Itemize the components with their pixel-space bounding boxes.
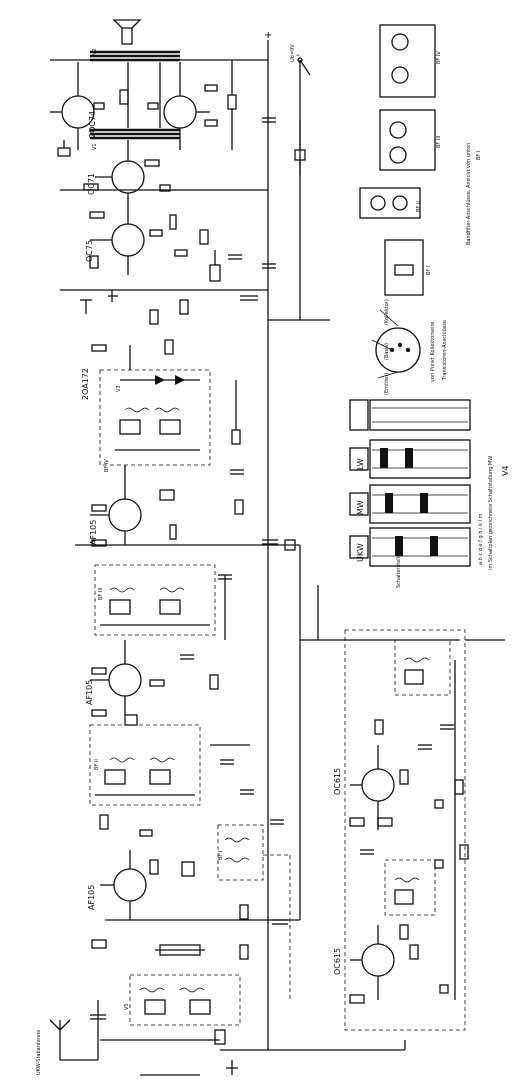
label-af105-2: AF105 [85, 680, 94, 705]
af105-stage-1 [90, 465, 296, 551]
supply-rails [50, 40, 460, 1051]
label-oc615-2: OC615 [333, 948, 342, 975]
label-minus: - [296, 50, 300, 61]
label-oc615-1: OC615 [333, 768, 342, 795]
transistor-pinout [371, 309, 421, 379]
label-transistor-view: von Punkt Kollektorseite [430, 321, 436, 382]
band-switch-diagram [349, 399, 471, 567]
label-transistor-conn: Transistoren-Anschlüsse [442, 320, 448, 381]
label-band-ukw: UKW [356, 543, 365, 562]
label-basis: (Basis) [384, 343, 390, 360]
af105-stage-3 [91, 814, 291, 1000]
label-band-lw: LW [356, 458, 365, 470]
input-stage [49, 944, 241, 1076]
label-v2: V2 [92, 48, 98, 55]
label-bfI-view: BF I [426, 266, 432, 275]
label-v5: V5 [124, 1003, 130, 1010]
label-emitter: (Emitter) [384, 373, 390, 395]
bf2-filter [94, 564, 232, 660]
label-v3: V3 [116, 385, 122, 392]
label-battery: Ub=9V [290, 44, 296, 62]
label-bf2: BF II [94, 759, 100, 770]
label-af105-3: AF105 [87, 885, 96, 910]
label-antenna: UKW-Stabantenne [36, 1030, 42, 1075]
label-kollektor: (Kollektor) [384, 299, 390, 325]
label-bf1-conn: BF I [476, 151, 482, 160]
af105-stage-2 [90, 640, 219, 726]
label-2oc74: 2OC74 [88, 111, 97, 138]
bandfilter-views [359, 24, 436, 296]
label-oc75: OC75 [85, 240, 94, 262]
label-bfII-view: BF II [416, 201, 422, 212]
label-switch-note: im Schaltplan gezeichnete Schaltstellung… [488, 456, 494, 570]
label-bf4: BF IV [104, 459, 110, 472]
bf1-filter [89, 724, 284, 825]
label-bfIV-view: BF IV [436, 51, 442, 64]
label-bfIII-view: BF III [436, 136, 442, 148]
label-bf1: BF I [218, 851, 224, 860]
output-stage [50, 19, 311, 210]
label-switch-caption: Schalterstellung [396, 547, 402, 588]
detector-stage [91, 339, 244, 475]
oc75-stage [80, 210, 276, 325]
label-bf3: BF III [98, 588, 104, 600]
label-2oa172: 2OA172 [81, 368, 90, 400]
label-bandfilter-title: Bandfilter-Anschlüsse, Ansicht von unten [466, 143, 472, 245]
label-af105-1: AF105 [89, 520, 98, 545]
label-page-id: V4 [501, 465, 510, 476]
label-plus: + [264, 30, 272, 41]
label-oc71: OC71 [87, 173, 96, 195]
label-band-mw: MW [356, 500, 365, 515]
am-module [344, 629, 505, 1031]
label-switch-letters: a b c d e f g h i k l m [478, 514, 484, 565]
label-v1: V1 [92, 143, 98, 150]
component-labels: 2OC74 OC71 OC75 2OA172 AF105 AF105 AF105… [36, 30, 510, 1075]
